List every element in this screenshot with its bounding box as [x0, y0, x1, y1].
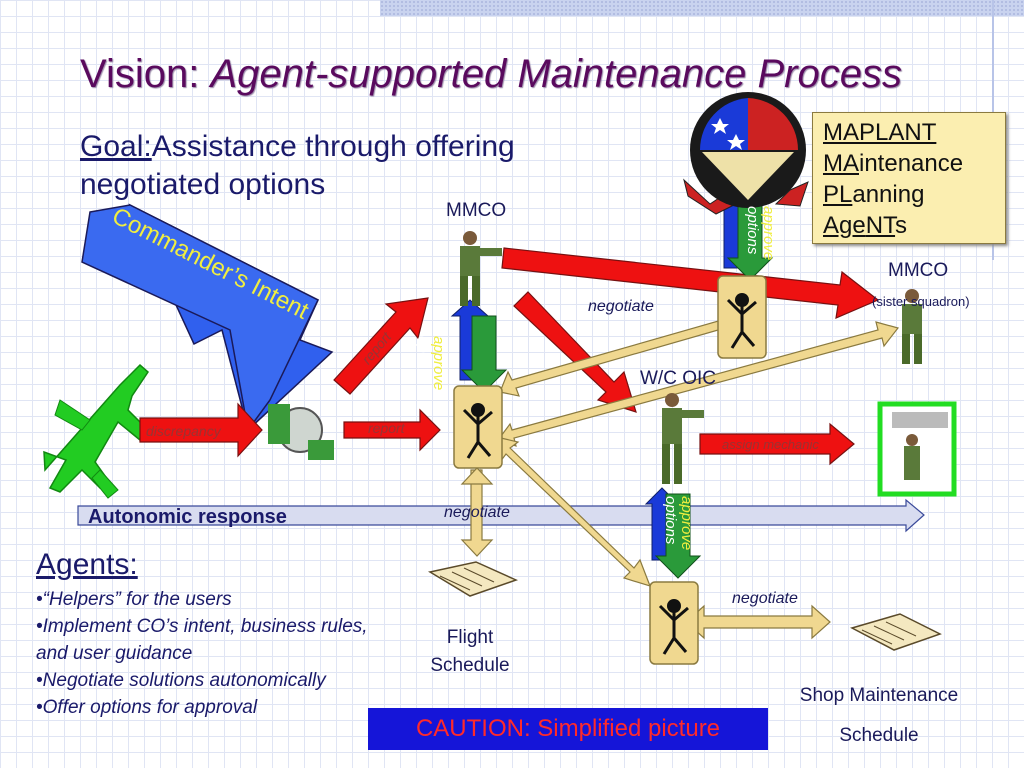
report-arrow-1 — [333, 297, 429, 395]
agents-heading: Agents: — [36, 548, 138, 581]
approve-options-arrow-1 — [450, 299, 508, 393]
maplant-box: MAPLANT MAintenance PLanning AgeNTs — [812, 112, 1006, 244]
negotiate-label-3: negotiate — [732, 590, 798, 607]
squadron-emblem — [683, 92, 809, 215]
mechanic-image — [877, 401, 957, 497]
report-label-2: report — [368, 420, 405, 436]
title-plain: Vision: — [80, 52, 211, 96]
wc-oic-label: W/C OIC — [640, 368, 716, 389]
mmco-figure — [460, 231, 502, 306]
approve-options-arrow-3 — [644, 487, 702, 579]
goal-label: Goal: — [80, 130, 152, 163]
negotiate-arrow-flight-top — [460, 467, 494, 485]
wc-oic-figure — [662, 393, 704, 484]
mmco-sister-label: MMCO — [888, 260, 949, 281]
sister-squadron-label: (sister squadron) — [872, 294, 970, 309]
negotiate-label-1: negotiate — [588, 298, 654, 315]
maplant-line-4: AgeNTs — [823, 212, 908, 239]
title-italic: Agent-supported Maintenance Process — [210, 52, 902, 96]
agents-item: •Offer options for approval — [36, 697, 258, 718]
agents-list: •“Helpers” for the users •Implement CO’s… — [36, 586, 396, 721]
agent-box-2 — [717, 275, 767, 359]
autonomic-response-label: Autonomic response — [88, 506, 287, 528]
approve-options-arrow-2 — [716, 195, 774, 281]
report-arrow-2 — [343, 408, 441, 452]
autonomic-response-arrow — [77, 498, 925, 533]
assign-mechanic-label: assign mechanic — [722, 437, 819, 452]
commander-intent-arrow — [81, 203, 334, 432]
agents-item: •“Helpers” for the users — [36, 589, 232, 610]
negotiate-label-2: negotiate — [444, 504, 510, 521]
mmco-label: MMCO — [446, 200, 507, 221]
negotiate-arrow-shop — [685, 604, 831, 640]
maplant-line-2: MAintenance — [823, 150, 964, 177]
maplant-line-3: PLanning — [823, 181, 925, 208]
goal-body: Assistance through offering negotiated o… — [80, 130, 515, 201]
caution-banner: CAUTION: Simplified picture — [368, 708, 768, 750]
top-decoration-band — [380, 0, 1024, 16]
pilot-image — [268, 404, 334, 460]
agents-item: •Implement CO’s intent, business rules, … — [36, 616, 368, 664]
goal-text: Goal:Assistance through offering negotia… — [80, 128, 600, 204]
assign-mechanic-arrow — [699, 422, 855, 466]
maplant-line-1: MAPLANT — [823, 119, 937, 146]
discrepancy-label: discrepancy — [146, 423, 221, 439]
slide-title: Vision: Agent-supported Maintenance Proc… — [80, 52, 902, 97]
agents-item: •Negotiate solutions autonomically — [36, 670, 326, 691]
agent-box-1 — [453, 385, 503, 469]
flight-schedule-book — [427, 561, 519, 597]
agent-box-3 — [649, 581, 699, 665]
mmco-sister-figure — [902, 289, 922, 364]
jet-image — [43, 363, 152, 499]
mmco-to-sister-arrow — [501, 247, 880, 319]
discrepancy-arrow — [139, 402, 263, 458]
shop-schedule-book — [850, 613, 942, 651]
